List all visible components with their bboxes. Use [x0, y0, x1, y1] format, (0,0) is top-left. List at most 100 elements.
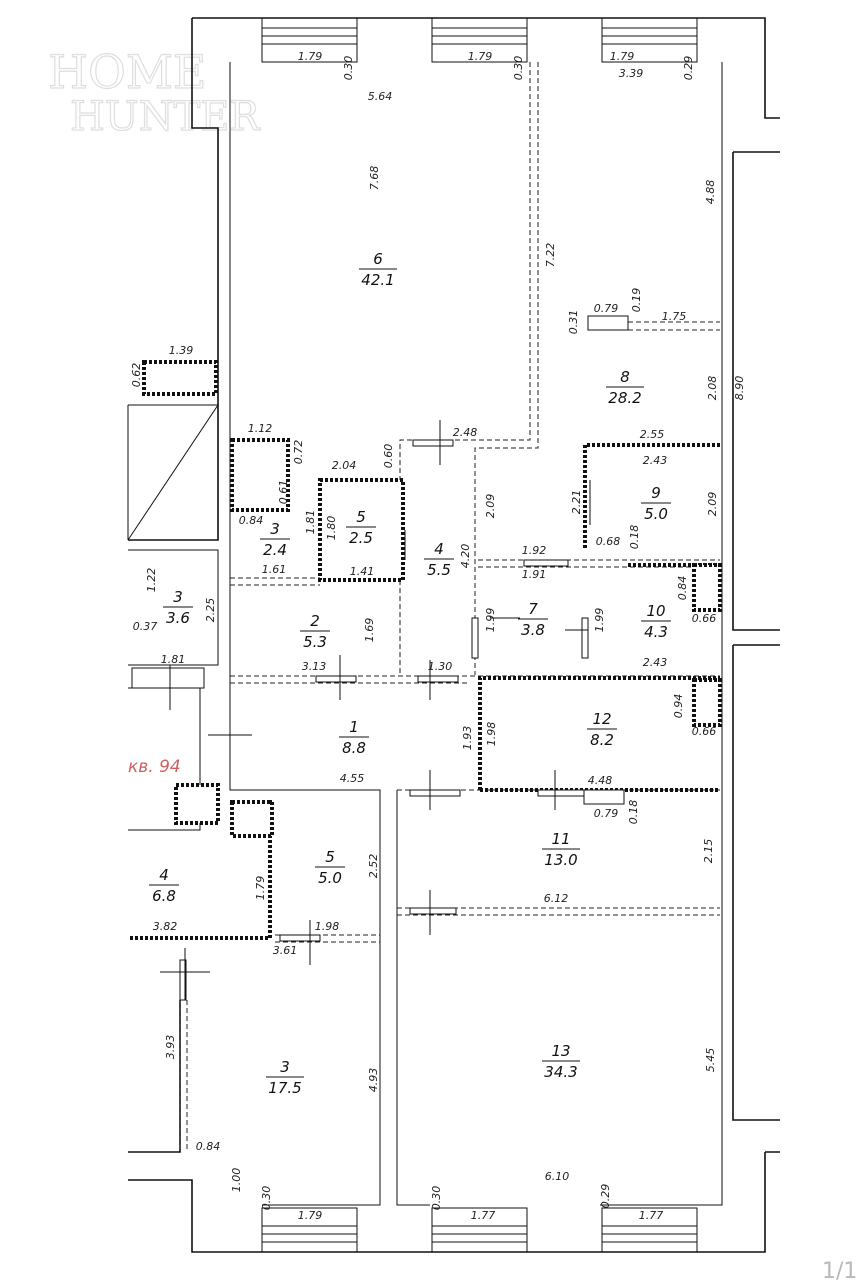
dimension-label: 4.48: [588, 774, 613, 787]
room-area: 4.3: [644, 623, 668, 641]
dimension-label: 0.19: [630, 288, 643, 313]
dimension-label: 1.79: [610, 50, 635, 63]
dimension-label: 7.68: [368, 166, 381, 191]
room-number: 2: [310, 612, 320, 630]
dimension-label: 2.09: [484, 494, 497, 519]
dimension-label: 4.93: [367, 1068, 380, 1093]
dimension-label: 1.00: [230, 1168, 243, 1193]
dimension-label: 0.60: [382, 444, 395, 469]
room-number: 5: [325, 848, 335, 866]
dimension-label: 1.77: [639, 1209, 664, 1222]
dimension-label: 1.79: [468, 50, 493, 63]
page-number: 1/1: [822, 1259, 857, 1280]
dimension-label: 1.92: [522, 544, 547, 557]
dimension-label: 0.72: [292, 440, 305, 465]
room-area: 5.5: [427, 561, 451, 579]
dimension-label: 0.66: [692, 725, 717, 738]
dimension-label: 1.69: [363, 618, 376, 643]
room-area: 5.0: [318, 869, 342, 887]
dimension-label: 0.18: [627, 800, 640, 825]
hatched-walls: [128, 360, 722, 940]
room-number: 6: [373, 250, 383, 268]
room-label-r2: 25.3: [300, 612, 330, 651]
room-area: 3.8: [521, 621, 545, 639]
doors: [131, 315, 629, 1001]
watermark-hunter: HUNTER: [70, 94, 261, 140]
room-number: 4: [159, 866, 169, 884]
dimension-label: 1.98: [485, 722, 498, 747]
dimension-label: 5.64: [368, 90, 393, 103]
dimension-label: 1.81: [304, 510, 317, 535]
dimension-label: 0.94: [672, 694, 685, 719]
dimension-label: 0.30: [342, 56, 355, 81]
dimension-label: 5.45: [704, 1048, 717, 1073]
dimension-label: 2.55: [640, 428, 665, 441]
outer-walls: [127, 17, 780, 1253]
room-label-r10: 104.3: [641, 602, 671, 641]
dimension-label: 0.30: [512, 56, 525, 81]
room-area: 17.5: [268, 1079, 301, 1097]
dimension-label: 1.79: [298, 1209, 323, 1222]
room-area: 2.4: [263, 541, 287, 559]
dimension-label: 1.61: [262, 563, 287, 576]
dimension-label: 4.88: [704, 180, 717, 205]
dimension-label: 1.81: [161, 653, 186, 666]
dimension-label: 0.18: [628, 525, 641, 550]
dimension-label: 1.79: [254, 876, 267, 901]
dimension-label: 0.66: [692, 612, 717, 625]
dimension-label: 1.12: [248, 422, 273, 435]
dimension-label: 6.10: [545, 1170, 570, 1183]
room-label-r8: 828.2: [606, 368, 644, 407]
dimension-label: 8.90: [733, 376, 746, 401]
dimension-label: 1.30: [428, 660, 453, 673]
dimension-label: 4.20: [459, 544, 472, 569]
room-number: 9: [651, 484, 661, 502]
room-number: 10: [646, 602, 665, 620]
dimension-label: 0.62: [130, 363, 143, 388]
dimension-label: 2.43: [643, 454, 668, 467]
dimension-label: 0.84: [676, 576, 689, 601]
room-area: 8.8: [342, 739, 366, 757]
dimension-label: 7.22: [544, 243, 557, 268]
room-area: 42.1: [361, 271, 394, 289]
room-area: 13.0: [544, 851, 577, 869]
dimension-label: 0.61: [277, 480, 290, 505]
room-area: 5.3: [303, 633, 327, 651]
dimension-label: 0.30: [260, 1186, 273, 1211]
dimension-label: 4.55: [340, 772, 365, 785]
room-label-r3c: 317.5: [266, 1058, 304, 1097]
dimension-label: 3.93: [164, 1035, 177, 1060]
dimension-label: 1.99: [484, 608, 497, 633]
room-label-r7: 73.8: [518, 600, 548, 639]
dimension-label: 0.29: [599, 1184, 612, 1209]
room-label-r3a: 32.4: [260, 520, 290, 559]
room-number: 3: [173, 588, 183, 606]
dimension-label: 1.75: [662, 310, 687, 323]
room-number: 3: [280, 1058, 290, 1076]
room-label-r4a: 45.5: [424, 540, 454, 579]
room-label-r5b: 55.0: [315, 848, 345, 887]
room-number: 11: [551, 830, 570, 848]
room-number: 3: [270, 520, 280, 538]
room-label-r5a: 52.5: [346, 508, 376, 547]
windows: [261, 17, 698, 1253]
dashed-partitions: [179, 62, 720, 1152]
apartment-label: кв. 94: [128, 757, 181, 777]
room-label-r4b: 46.8: [149, 866, 179, 905]
room-number: 1: [349, 718, 359, 736]
room-area: 6.8: [152, 887, 176, 905]
room-label-r6: 642.1: [359, 250, 397, 289]
dimension-label: 3.13: [302, 660, 327, 673]
room-number: 5: [356, 508, 366, 526]
dimension-label: 1.39: [169, 344, 194, 357]
dimension-label: 3.82: [153, 920, 178, 933]
room-number: 13: [551, 1042, 570, 1060]
dimension-label: 2.04: [332, 459, 357, 472]
room-area: 8.2: [590, 731, 614, 749]
room-area: 34.3: [544, 1063, 577, 1081]
dimension-label: 1.79: [298, 50, 323, 63]
dimension-label: 2.08: [706, 376, 719, 401]
